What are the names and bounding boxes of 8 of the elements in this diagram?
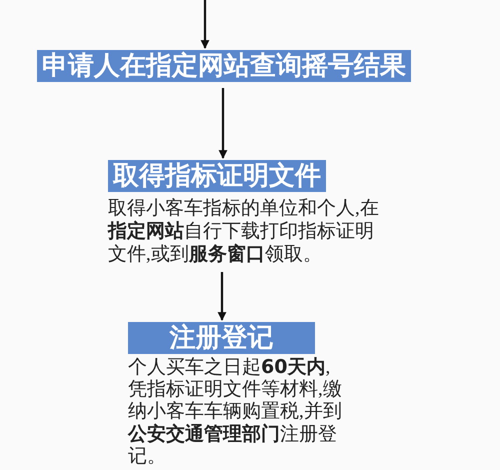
step-banner: 注册登记 xyxy=(128,322,315,354)
step-description: 取得小客车指标的单位和个人,在指定网站自行下载打印指标证明文件,或到服务窗口领取。 xyxy=(108,198,390,266)
arrow xyxy=(200,0,210,49)
step-banner: 取得指标证明文件 xyxy=(108,160,326,192)
arrow xyxy=(218,272,226,321)
step-description: 个人买车之日起60天内,凭指标证明文件等材料,缴纳小客车车辆购置税,并到公安交通管理部门注册登记。 xyxy=(128,356,343,468)
step-banner: 申请人在指定网站查询摇号结果 xyxy=(37,50,411,82)
arrow xyxy=(218,88,228,159)
